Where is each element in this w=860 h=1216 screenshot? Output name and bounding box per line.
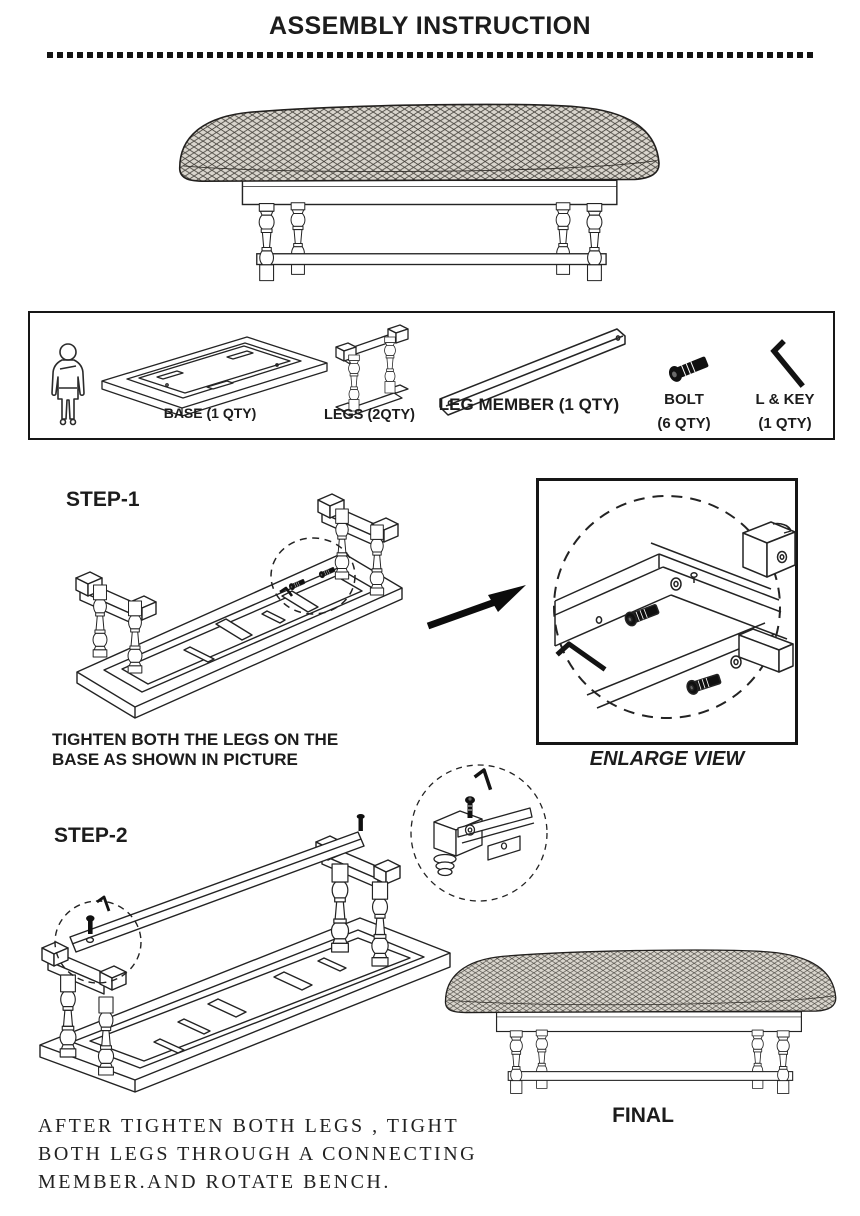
dotted-divider <box>47 52 814 58</box>
legs-part-drawing <box>335 324 409 417</box>
page-title: ASSEMBLY INSTRUCTION <box>269 12 591 40</box>
final-bench-drawing <box>428 930 851 1098</box>
legs-part-label: LEGS (2QTY) <box>323 407 416 423</box>
enlarge-view-drawing <box>553 495 796 719</box>
bolt-part-qty: (6 QTY) <box>657 415 711 432</box>
bolt-part-label: BOLT <box>664 391 704 408</box>
person-icon <box>51 343 85 426</box>
allen-key-part-qty: (1 QTY) <box>758 415 812 432</box>
step2-detail-circle-drawing <box>410 764 548 902</box>
base-part-drawing <box>101 336 328 417</box>
step1-assembly-drawing <box>75 493 403 719</box>
enlarge-view-label: ENLARGE VIEW <box>589 748 745 770</box>
assembled-bench-drawing <box>158 80 678 286</box>
enlarge-view-box <box>536 478 798 745</box>
leg-member-part-label: LEG MEMBER (1 QTY) <box>438 395 620 414</box>
footer-note-line2: BOTH LEGS THROUGH A CONNECTING <box>38 1143 478 1165</box>
leg-member-part-drawing <box>439 328 626 416</box>
bolt-part-icon <box>666 353 711 385</box>
arrow-icon <box>426 585 526 630</box>
footer-note: AFTER TIGHTEN BOTH LEGS , TIGHT BOTH LEG… <box>38 1112 508 1196</box>
parts-box: BASE (1 QTY) LEGS (2QTY) LEG MEMBER (1 Q… <box>28 311 835 440</box>
base-part-label: BASE (1 QTY) <box>163 405 257 421</box>
step1-caption-line2: BASE AS SHOWN IN PICTURE <box>52 750 298 769</box>
step1-label: STEP-1 <box>66 488 140 511</box>
final-label: FINAL <box>612 1104 674 1127</box>
step2-assembly-drawing <box>39 814 451 1093</box>
allen-key-part-icon <box>770 339 805 388</box>
step2-label: STEP-2 <box>54 824 128 847</box>
footer-note-line3: MEMBER.AND ROTATE BENCH. <box>38 1171 391 1193</box>
step1-caption-line1: TIGHTEN BOTH THE LEGS ON THE <box>52 730 339 749</box>
allen-key-part-label: L & KEY <box>755 391 815 408</box>
footer-note-line1: AFTER TIGHTEN BOTH LEGS , TIGHT <box>38 1115 460 1137</box>
